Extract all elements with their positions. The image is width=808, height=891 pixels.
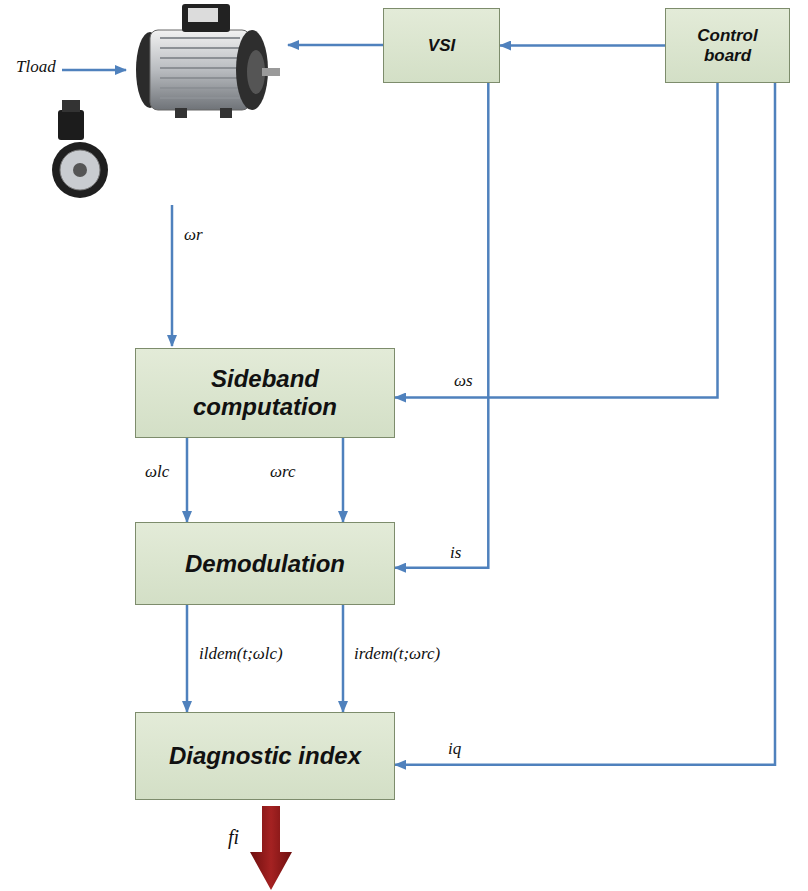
signal-label: iq <box>446 740 463 759</box>
supply-arrow <box>288 44 383 47</box>
signal-label: irdem(t;ωrc) <box>352 645 442 664</box>
process-box: Diagnostic index <box>135 712 395 800</box>
box-title: Control board <box>678 26 778 65</box>
signal-arrow <box>395 83 775 765</box>
signal-arrow <box>395 83 718 398</box>
signal-arrow <box>186 605 189 712</box>
output-arrow <box>250 806 292 890</box>
signal-label: ωrc <box>268 463 298 482</box>
signal-arrow <box>342 605 345 712</box>
signal-label: is <box>448 544 463 563</box>
signal-arrow <box>342 438 345 522</box>
signal-arrow <box>500 44 665 47</box>
signal-label: ωlc <box>143 463 171 482</box>
signal-arrow <box>395 83 488 568</box>
rotor-speed-label: ωr <box>182 226 205 245</box>
signal-arrow <box>186 438 189 522</box>
motor-illustration <box>136 4 280 118</box>
fault-index-label: fi <box>226 826 241 848</box>
load-torque-label: Tload <box>14 58 58 77</box>
signal-label: ildem(t;ωlc) <box>197 645 285 664</box>
encoder-illustration <box>52 100 108 198</box>
speed-arrow <box>171 205 174 346</box>
process-box: Demodulation <box>135 522 395 605</box>
box-title: Sideband computation <box>165 365 365 420</box>
box-title: Diagnostic index <box>169 742 361 770</box>
controller-box: Control board <box>665 8 790 83</box>
load-arrow <box>62 69 126 72</box>
signal-label: ωs <box>452 372 475 391</box>
process-box: Sideband computation <box>135 348 395 438</box>
inverter-box: VSI <box>383 8 500 83</box>
box-title: Demodulation <box>185 550 345 578</box>
box-title: VSI <box>428 36 455 56</box>
